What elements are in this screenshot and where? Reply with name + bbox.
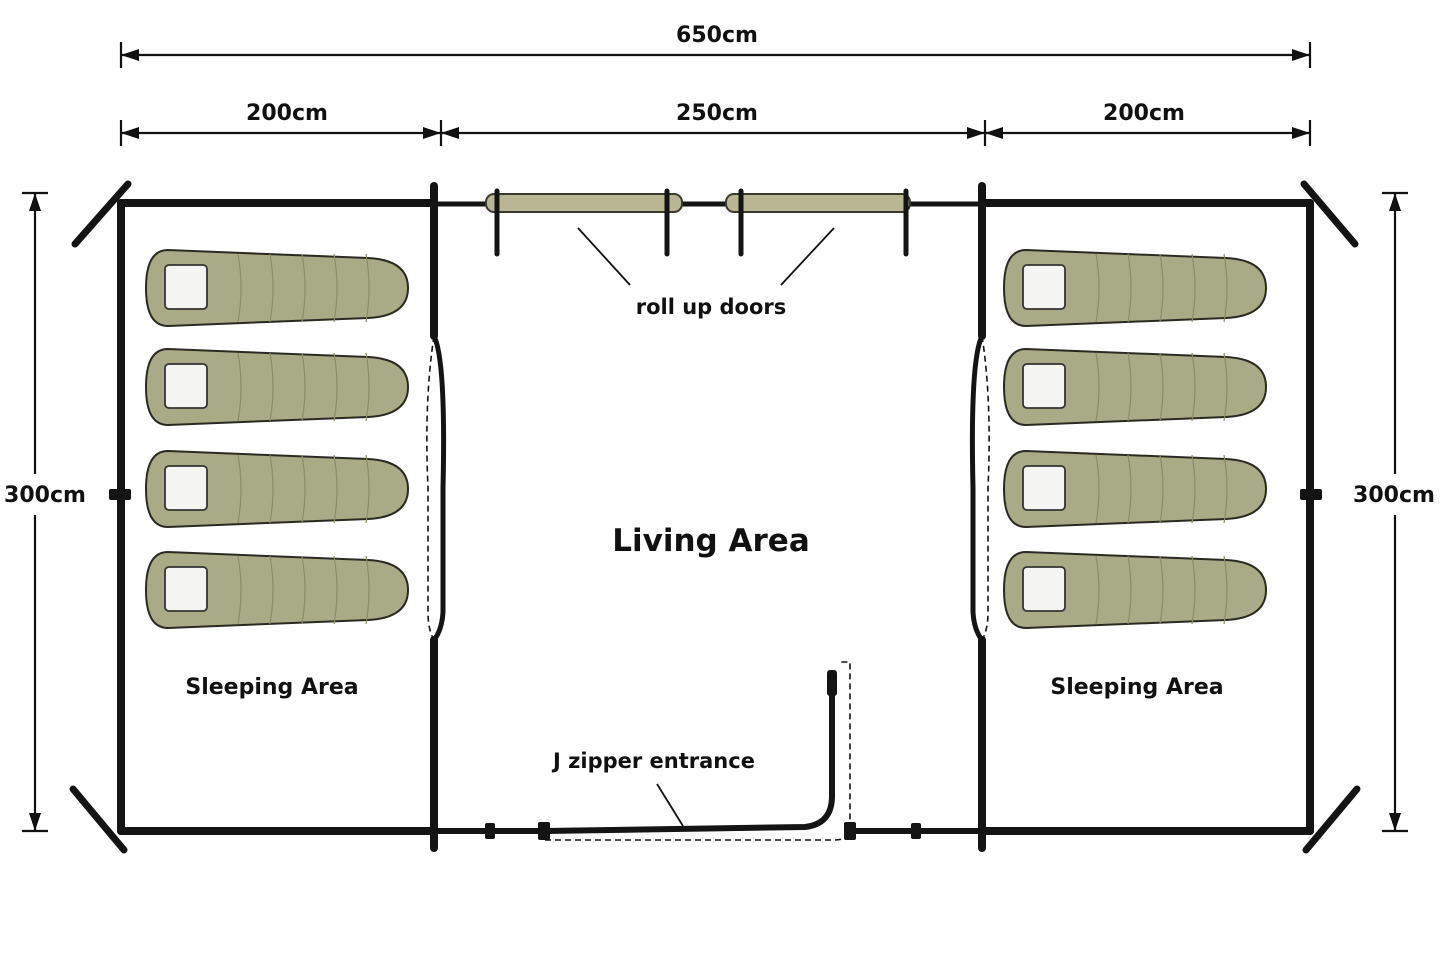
roll-up-doors <box>485 188 911 257</box>
sleeping-bags-left <box>144 248 410 630</box>
sleeping-bags-right <box>1002 248 1268 630</box>
left-area-label: Sleeping Area <box>185 675 358 700</box>
sleeping-bag <box>144 449 410 529</box>
middle-width-label: 250cm <box>676 101 758 126</box>
sleeping-bag <box>1002 248 1268 328</box>
pillow <box>164 264 208 310</box>
pillow <box>1022 264 1066 310</box>
corner-stakes <box>69 180 1361 854</box>
center-area-label: Living Area <box>612 523 810 559</box>
roll-doors-leaders <box>577 227 835 286</box>
pillow <box>164 363 208 409</box>
sleeping-bag <box>1002 347 1268 427</box>
right-area-label: Sleeping Area <box>1050 675 1223 700</box>
sleeping-bag <box>144 347 410 427</box>
roll-doors-label: roll up doors <box>636 295 787 319</box>
sleeping-bag <box>1002 550 1268 630</box>
right-depth-label: 300cm <box>1353 483 1435 508</box>
pillow <box>1022 566 1066 612</box>
inner-divider-doors <box>426 334 990 642</box>
pillow <box>1022 465 1066 511</box>
right-width-label: 200cm <box>1103 101 1185 126</box>
left-width-label: 200cm <box>246 101 328 126</box>
pillow <box>1022 363 1066 409</box>
wall-clips <box>109 489 1322 839</box>
tent-frame <box>117 182 1314 852</box>
j-zipper-door <box>538 661 856 841</box>
total-width-label: 650cm <box>676 23 758 48</box>
j-zipper-label: J zipper entrance <box>551 749 755 773</box>
sleeping-bag <box>144 248 410 328</box>
j-zipper-leader <box>656 783 684 827</box>
sleeping-bag <box>1002 449 1268 529</box>
left-depth-label: 300cm <box>4 483 86 508</box>
pillow <box>164 566 208 612</box>
dimension-lines <box>22 42 1408 833</box>
sleeping-bag <box>144 550 410 630</box>
pillow <box>164 465 208 511</box>
